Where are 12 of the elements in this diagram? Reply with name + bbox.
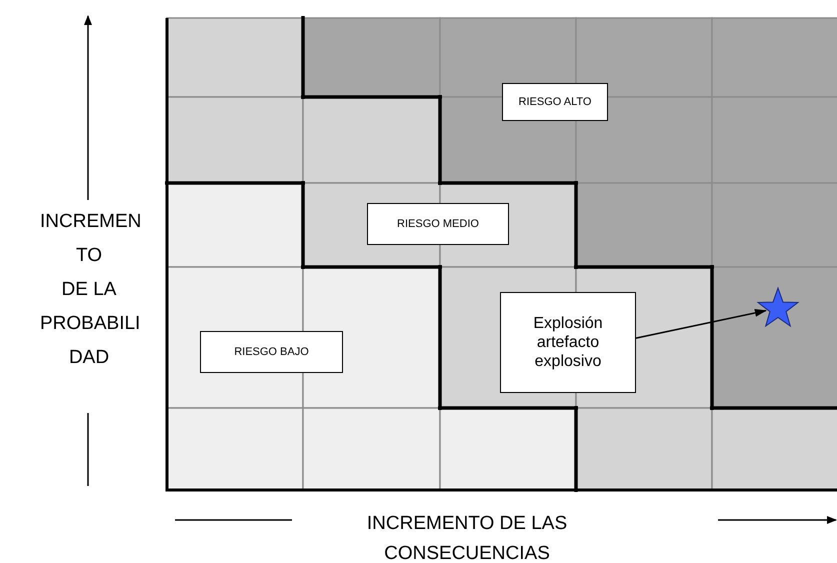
arrow [636,308,767,339]
risk-label-box: RIESGO ALTO [502,83,608,121]
risk-label-box: RIESGO BAJO [200,331,343,373]
axis-label: INCREMENTO DE LAS CONSECUENCIAS [366,512,568,563]
risk-label-box: RIESGO MEDIO [367,203,509,245]
axis-label: INCREMEN [40,210,138,234]
axis-label: DE LA [60,278,118,302]
axis-label: DAD [68,346,110,370]
risk-label-box: Explosión artefacto explosivo [500,292,636,393]
axis-label: TO [74,244,104,268]
axis-label: PROBABILI [40,312,138,336]
star-icon [756,286,800,330]
